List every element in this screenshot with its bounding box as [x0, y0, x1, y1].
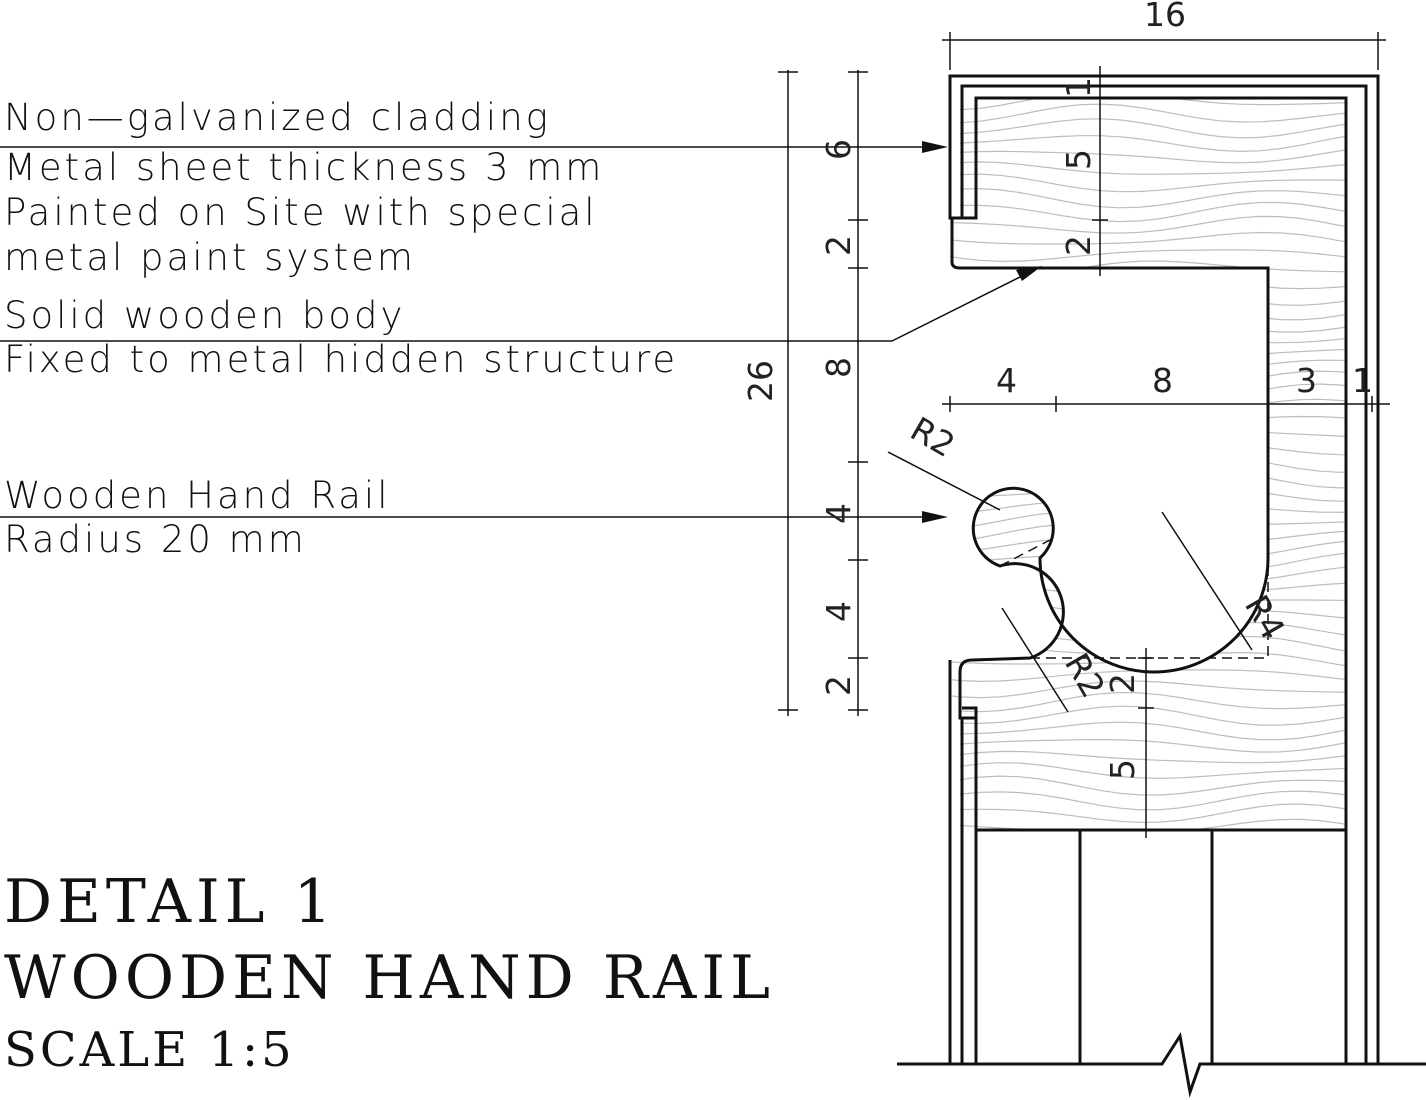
svg-text:1: 1 — [1059, 77, 1098, 98]
detail-title: DETAIL 1 — [4, 867, 337, 937]
svg-text:5: 5 — [1059, 149, 1098, 170]
svg-text:5: 5 — [1103, 759, 1142, 780]
svg-text:3: 3 — [1296, 361, 1317, 400]
cladding-annotation: Non—galvanized cladding Metal sheet thic… — [4, 96, 604, 279]
hand-rail-annotation: Wooden Hand Rail Radius 20 mm — [4, 474, 390, 561]
wooden-body-outline — [950, 96, 1348, 832]
svg-text:Non—galvanized cladding: Non—galvanized cladding — [4, 96, 551, 139]
svg-text:4: 4 — [819, 601, 858, 622]
dimension-text: 16 26 6 2 8 4 4 2 1 5 2 4 8 3 1 2 5 R2 R… — [741, 0, 1373, 780]
detail-title-block: DETAIL 1 WOODEN HAND RAIL SCALE 1:5 — [4, 867, 775, 1078]
svg-text:metal paint system: metal paint system — [4, 236, 416, 279]
ground-break-line — [897, 1031, 1426, 1098]
radius-label-r2-top: R2 — [904, 409, 962, 465]
svg-text:2: 2 — [1059, 235, 1098, 256]
svg-text:2: 2 — [819, 675, 858, 696]
svg-text:8: 8 — [1152, 361, 1173, 400]
svg-text:Solid wooden body: Solid wooden body — [4, 294, 405, 337]
svg-text:8: 8 — [819, 357, 858, 378]
svg-text:2: 2 — [819, 235, 858, 256]
metal-cladding-bottom-lip — [962, 706, 1348, 1064]
wooden-body-annotation: Solid wooden body Fixed to metal hidden … — [4, 294, 678, 381]
svg-text:4: 4 — [819, 503, 858, 524]
annotation-leaders — [0, 141, 1042, 523]
dimension-lines — [778, 32, 1390, 838]
radius-label-r4: R4 — [1237, 589, 1293, 647]
detail-scale: SCALE 1:5 — [4, 1022, 295, 1078]
svg-text:Radius 20 mm: Radius 20 mm — [4, 518, 307, 561]
dim-top-width: 16 — [1144, 0, 1186, 34]
svg-text:Metal sheet thickness 3 mm: Metal sheet thickness 3 mm — [4, 146, 604, 189]
svg-text:Fixed to metal hidden structur: Fixed to metal hidden structure — [4, 338, 678, 381]
metal-cladding-top — [948, 74, 1380, 1066]
svg-text:Wooden Hand Rail: Wooden Hand Rail — [4, 474, 390, 517]
svg-text:6: 6 — [819, 139, 858, 160]
hidden-metal-structure — [1078, 830, 1214, 1064]
svg-text:Painted on Site with special: Painted on Site with special — [4, 191, 598, 234]
radius-label-r2-bottom: R2 — [1057, 647, 1113, 705]
wood-grain-hatch — [950, 98, 1346, 830]
svg-text:4: 4 — [996, 361, 1017, 400]
svg-text:2: 2 — [1103, 673, 1142, 694]
svg-text:1: 1 — [1352, 361, 1373, 400]
dim-total-height: 26 — [741, 360, 780, 402]
detail-subtitle: WOODEN HAND RAIL — [4, 943, 775, 1013]
construction-lines — [999, 539, 1269, 659]
metal-cladding-bottom — [948, 660, 964, 1066]
